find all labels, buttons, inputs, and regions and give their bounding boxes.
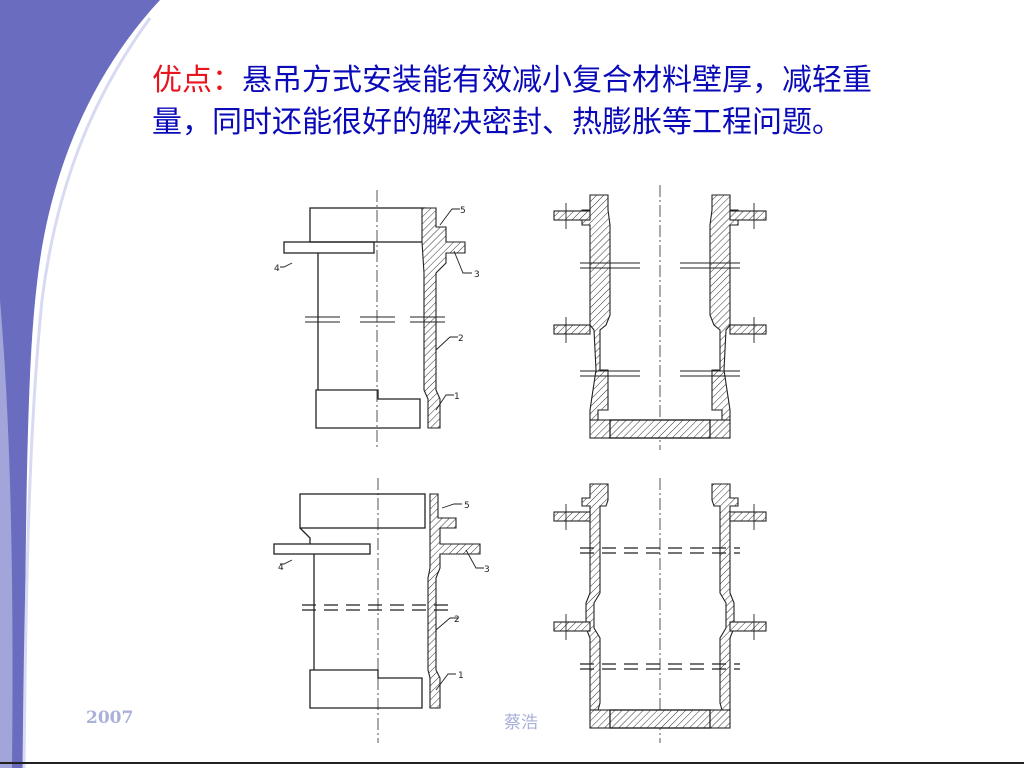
label-4: 4	[274, 264, 280, 274]
label-2: 2	[454, 615, 460, 625]
drawing-top-left: 5 4 3 2 1	[274, 190, 480, 450]
label-3: 3	[484, 565, 490, 575]
bottom-rule	[0, 762, 1024, 764]
drawing-bottom-left: 5 4 3 2 1	[273, 478, 490, 743]
title-text: 悬吊方式安装能有效减小复合材料壁厚，减轻重量，同时还能很好的解决密封、热膨胀等工…	[152, 63, 872, 140]
footer-author: 蔡浩	[504, 713, 538, 733]
title-lead: 优点：	[152, 63, 242, 98]
label-5: 5	[460, 206, 466, 216]
label-4: 4	[278, 563, 284, 573]
drawing-bottom-right	[553, 478, 767, 743]
label-2: 2	[458, 334, 464, 344]
label-5: 5	[464, 501, 470, 511]
footer-year: 2007	[86, 708, 134, 728]
slide-title: 优点：悬吊方式安装能有效减小复合材料壁厚，减轻重量，同时还能很好的解决密封、热膨…	[152, 60, 922, 144]
label-1: 1	[454, 392, 460, 402]
label-1: 1	[458, 671, 464, 681]
label-3: 3	[474, 270, 480, 280]
drawing-top-right	[553, 185, 767, 450]
